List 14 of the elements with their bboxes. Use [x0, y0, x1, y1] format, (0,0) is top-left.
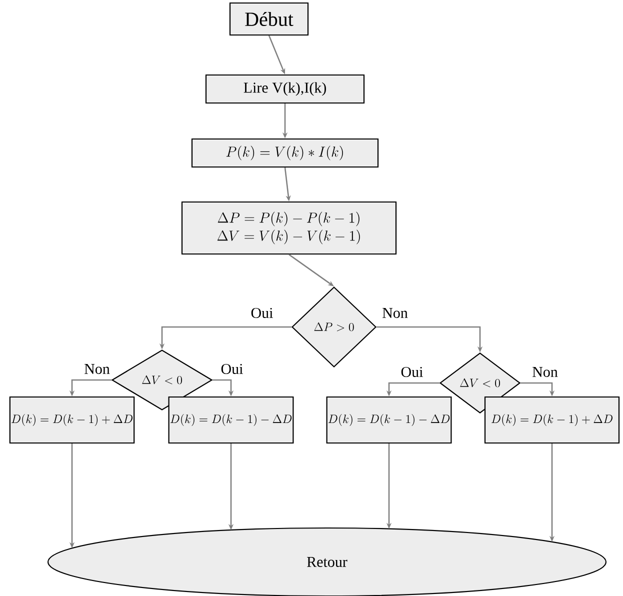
process-box: $D(k)=D(k-1)-\Delta D$: [168, 396, 294, 444]
process-box: Lire V(k),I(k): [205, 74, 365, 104]
process-box: $\Delta P = P(k) - P(k-1)$ $\Delta V = V(k) - V(k-1)$: [181, 201, 397, 255]
edge-label: Oui: [251, 308, 273, 318]
edge-label: Oui: [401, 366, 423, 378]
process-box: Début: [229, 2, 309, 36]
edge-label: Non: [84, 364, 110, 374]
process-box: $D(k)=D(k-1)-\Delta D$: [326, 396, 452, 444]
edge-label: Non: [382, 308, 408, 318]
edge-label: Non: [532, 367, 558, 377]
process-box: $D(k)=D(k-1)+\Delta D$: [484, 396, 620, 444]
process-box: $P(k) = V(k) * I(k)$: [191, 138, 379, 168]
edge-label: Oui: [221, 364, 243, 374]
process-box: $D(k)=D(k-1)+\Delta D$: [9, 396, 135, 444]
